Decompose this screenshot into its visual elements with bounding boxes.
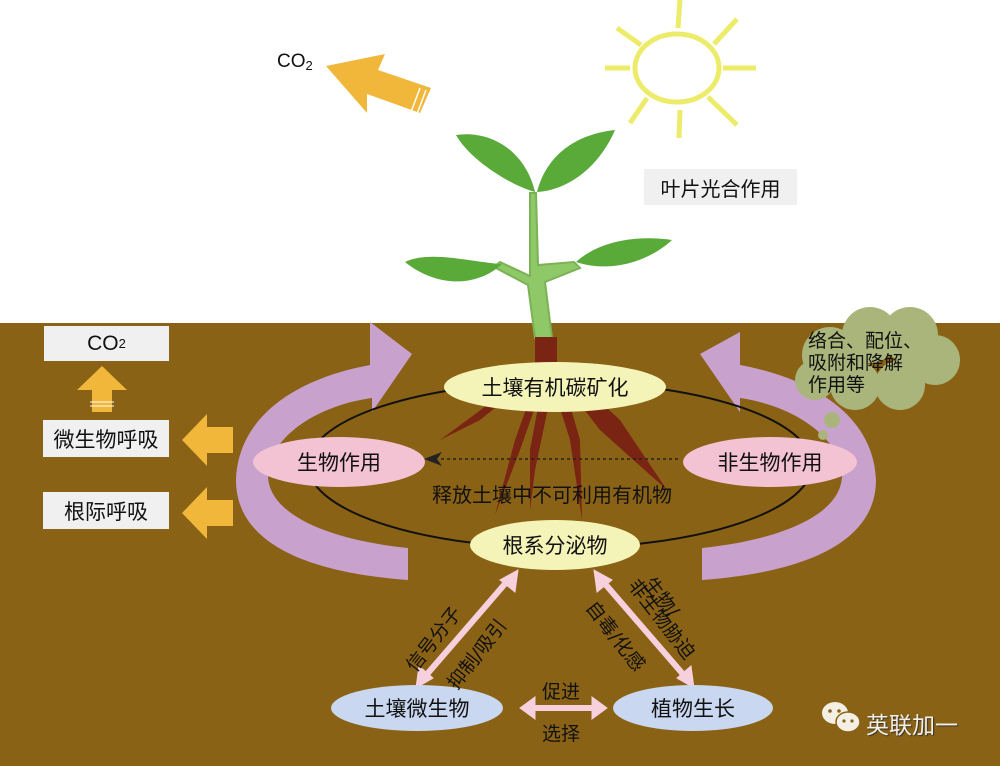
- plant-stem: [492, 192, 582, 365]
- sun-icon: [605, 0, 756, 139]
- abiotic-cycle-arrow: [700, 332, 876, 580]
- release-dotted-arrow: [424, 452, 678, 466]
- microbes-exudates-arrow: [415, 569, 519, 689]
- plant-growth-node: 植物生长: [613, 685, 773, 731]
- microbial-respiration-arrow: [182, 414, 233, 466]
- cloud-text: 络合、配位、 吸附和降解 作用等: [808, 330, 922, 396]
- cloud-text-line: 作用等: [808, 374, 866, 396]
- microbial-respiration-box: 微生物呼吸: [43, 420, 169, 457]
- biological-cycle-arrow: [236, 322, 412, 580]
- cloud-text-line: 吸附和降解: [808, 352, 904, 374]
- microbes-plant-arrow: [519, 696, 608, 720]
- select-label: 选择: [542, 723, 581, 745]
- soil-microbes-node: 土壤微生物: [331, 685, 503, 731]
- biological-action-node: 生物作用: [253, 437, 425, 487]
- plant-leaves: [405, 130, 672, 282]
- watermark-text: 英联加一: [866, 713, 958, 739]
- co2-release-arrow: [326, 54, 431, 115]
- cloud-text-line: 络合、配位、: [808, 330, 923, 352]
- promote-label: 促进: [542, 681, 581, 703]
- root-exudates-node: 根系分泌物: [470, 520, 640, 570]
- photosynthesis-label: 叶片光合作用: [644, 169, 797, 205]
- wechat-icon: [822, 702, 861, 733]
- abiotic-action-node: 非生物作用: [683, 437, 857, 487]
- exudates-plant-arrow: [593, 569, 695, 689]
- thought-cloud: [795, 307, 960, 440]
- rhizosphere-respiration-arrow: [182, 487, 233, 539]
- rhizosphere-respiration-box: 根际呼吸: [43, 492, 169, 529]
- soil-carbon-mineralization-node: 土壤有机碳矿化: [444, 362, 666, 412]
- co2-up-arrow: [77, 366, 127, 412]
- co2-release-label: CO2: [277, 51, 313, 73]
- release-text: 释放土壤中不可利用有机物: [432, 483, 672, 507]
